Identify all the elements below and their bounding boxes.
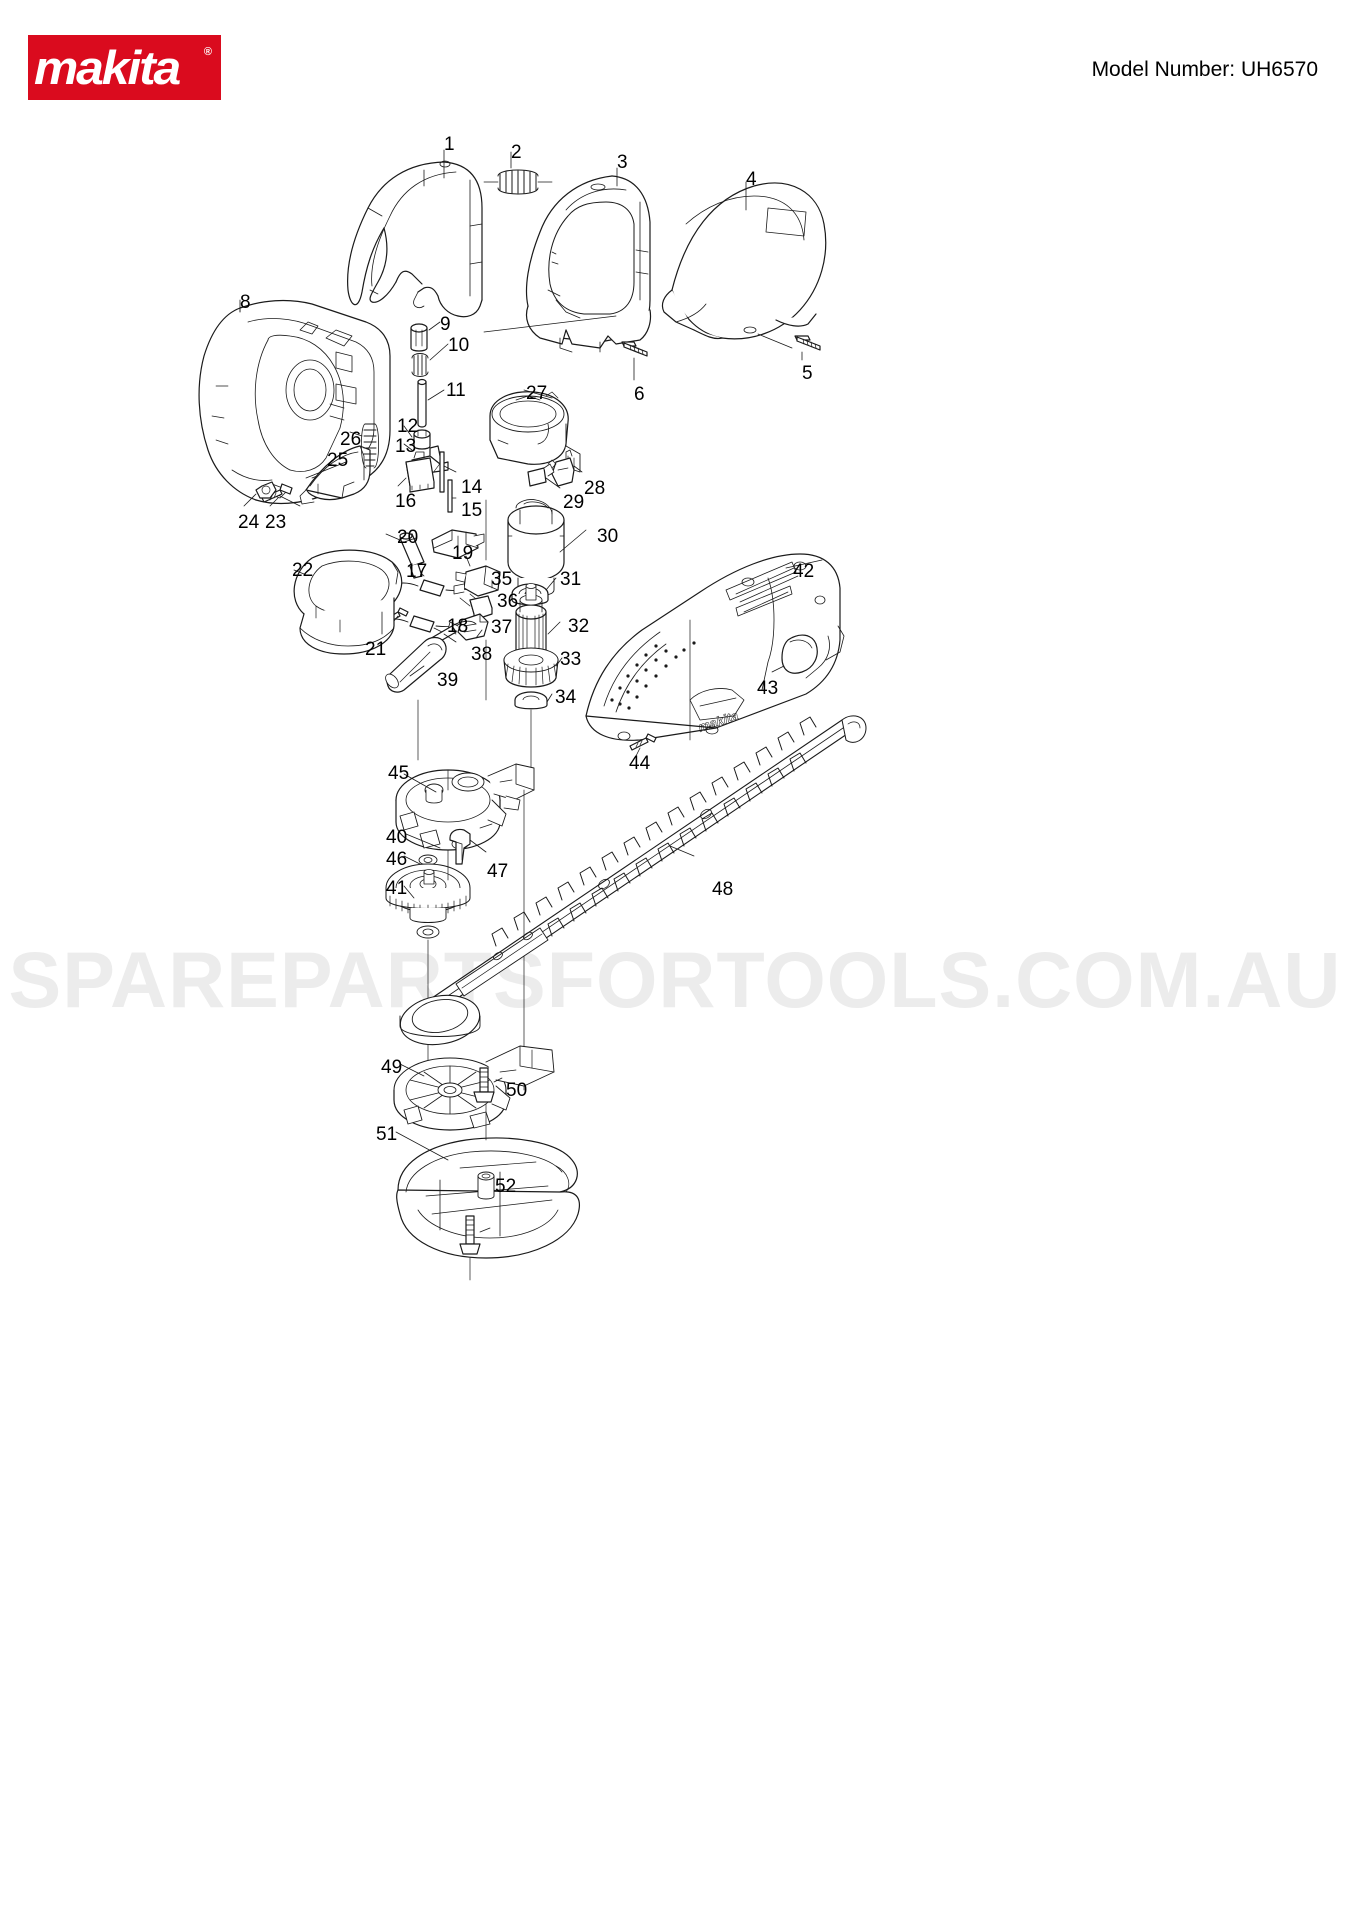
registered-trademark-icon: ® xyxy=(203,46,212,58)
part-51-bottom-cover xyxy=(395,1131,581,1259)
part-28-brush-holder xyxy=(551,449,583,487)
part-12-bush xyxy=(403,425,431,450)
callout-30: 30 xyxy=(597,526,619,547)
callout-38: 38 xyxy=(471,644,493,665)
part-23-screw xyxy=(261,483,293,507)
part-43-rear-cap xyxy=(771,634,818,674)
page-header: makita ® Model Number: UH6570 xyxy=(0,0,1350,130)
callout-6: 6 xyxy=(634,384,645,405)
callout-9: 9 xyxy=(440,314,451,335)
part-1-handle xyxy=(347,149,483,318)
callout-33: 33 xyxy=(560,649,582,670)
callout-48: 48 xyxy=(712,879,734,900)
makita-logo: makita ® xyxy=(28,35,221,100)
callout-36: 36 xyxy=(497,591,519,612)
part-14-pin xyxy=(439,451,457,493)
callout-21: 21 xyxy=(365,639,387,660)
callout-35: 35 xyxy=(491,569,513,590)
part-24-nut xyxy=(243,481,277,507)
callout-26: 26 xyxy=(340,429,362,450)
part-47-clip xyxy=(449,828,487,865)
callout-32: 32 xyxy=(568,616,590,637)
part-45-gear-housing xyxy=(395,763,535,1081)
part-19-switch-body xyxy=(431,529,485,567)
callout-50: 50 xyxy=(506,1080,528,1101)
part-27-motor-bracket xyxy=(489,389,581,473)
callout-19: 19 xyxy=(452,543,474,564)
callout-34: 34 xyxy=(555,687,577,708)
callout-43: 43 xyxy=(757,678,779,699)
callout-29: 29 xyxy=(563,492,585,513)
part-22-hand-guard xyxy=(293,549,403,655)
callout-41: 41 xyxy=(386,878,408,899)
callout-37: 37 xyxy=(491,617,513,638)
callout-39: 39 xyxy=(437,670,459,691)
part-52-bolt xyxy=(459,1215,491,1255)
part-2-spring xyxy=(483,151,553,195)
callout-24: 24 xyxy=(238,512,260,533)
part-3-handle-housing xyxy=(483,167,652,353)
part-32-armature xyxy=(515,583,561,657)
callout-22: 22 xyxy=(292,560,314,581)
callout-44: 44 xyxy=(629,753,651,774)
part-46-crank-gear xyxy=(385,854,471,1061)
callout-46: 46 xyxy=(386,849,408,870)
part-50-bolt xyxy=(473,1067,503,1103)
callout-42: 42 xyxy=(793,561,815,582)
part-9-cap xyxy=(410,321,441,352)
callout-49: 49 xyxy=(381,1057,403,1078)
callout-17: 17 xyxy=(406,561,428,582)
callout-14: 14 xyxy=(461,477,483,498)
callout-27: 27 xyxy=(526,383,548,404)
part-25-grip-cover xyxy=(299,445,371,505)
callout-20: 20 xyxy=(397,527,419,548)
callout-15: 15 xyxy=(461,500,483,521)
callout-16: 16 xyxy=(395,491,417,512)
callout-3: 3 xyxy=(617,152,628,173)
part-10-spring xyxy=(411,343,449,377)
part-5-screw xyxy=(794,335,821,361)
callout-11: 11 xyxy=(446,380,466,401)
part-6-screw xyxy=(621,341,648,381)
callout-25: 25 xyxy=(327,450,349,471)
callout-28: 28 xyxy=(584,478,606,499)
callout-4: 4 xyxy=(746,169,757,190)
part-29-carbon-brush xyxy=(527,459,561,489)
makita-logo-text: makita xyxy=(34,41,181,94)
part-4-blade-guard xyxy=(661,181,827,349)
callout-12: 12 xyxy=(397,416,419,437)
callout-23: 23 xyxy=(265,512,287,533)
part-44-screw xyxy=(629,733,657,757)
callout-1: 1 xyxy=(444,134,455,155)
callout-47: 47 xyxy=(487,861,509,882)
callout-51: 51 xyxy=(376,1124,398,1145)
callout-10: 10 xyxy=(448,335,470,356)
part-16-switch-block xyxy=(397,451,435,493)
part-33-pinion-gear xyxy=(503,647,563,688)
model-number-label: Model Number: UH6570 xyxy=(1091,58,1318,81)
callout-31: 31 xyxy=(560,569,582,590)
callout-8: 8 xyxy=(240,292,251,313)
callout-5: 5 xyxy=(802,363,813,384)
part-39-handle-tube xyxy=(385,636,447,693)
part-11-rod xyxy=(417,378,445,428)
callout-2: 2 xyxy=(511,142,522,163)
callout-40: 40 xyxy=(386,827,408,848)
part-15-pin xyxy=(447,479,457,513)
part-49-gear-plate xyxy=(393,1045,555,1131)
part-37-connector xyxy=(447,613,489,641)
part-48-cutter-blade xyxy=(399,715,867,1046)
part-34-washer xyxy=(514,691,553,771)
part-20-lever-rod xyxy=(385,532,425,579)
callout-13: 13 xyxy=(395,436,417,457)
part-26-coil-spring xyxy=(349,423,380,469)
assembly-guide-lines xyxy=(417,499,525,1281)
callout-52: 52 xyxy=(495,1176,517,1197)
callout-18: 18 xyxy=(447,616,469,637)
callout-45: 45 xyxy=(388,763,410,784)
